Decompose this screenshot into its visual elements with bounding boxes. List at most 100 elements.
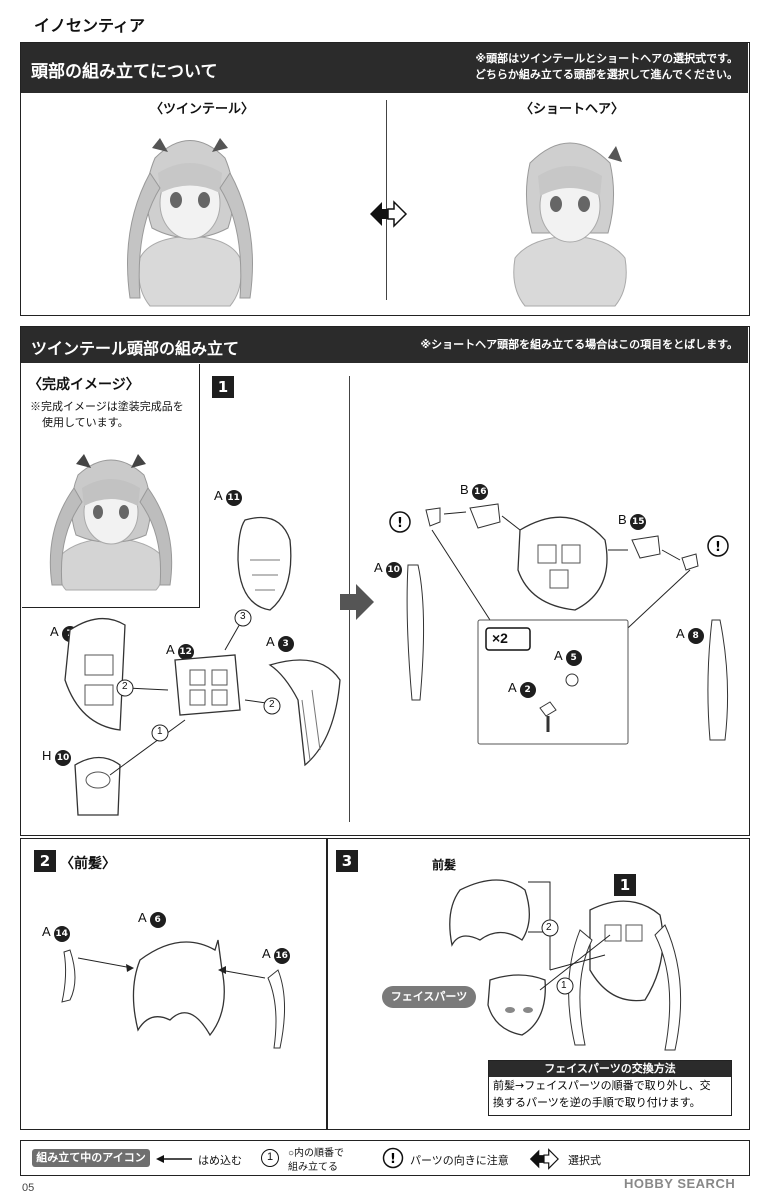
choice-arrow-icon bbox=[370, 200, 408, 228]
page-title: イノセンティア bbox=[34, 18, 146, 35]
complete-image-note-2: 使用しています。 bbox=[42, 417, 129, 429]
sequence-1: 1 bbox=[561, 980, 567, 991]
svg-text:!: ! bbox=[397, 516, 403, 531]
section-note: ※ショートヘア頭部を組み立てる場合はこの項目をとばします。 bbox=[420, 338, 738, 351]
svg-text:!: ! bbox=[715, 540, 721, 555]
complete-image-note-1: ※完成イメージは塗装完成品を bbox=[30, 401, 184, 413]
part-number-badge: 12 bbox=[177, 644, 194, 660]
sequence-2-right: 2 bbox=[269, 699, 275, 710]
note-line-2: どちらか組み立てる頭部を選択して進んでください。 bbox=[474, 68, 738, 81]
choice-arrow-icon bbox=[529, 1148, 559, 1170]
part-letter: A bbox=[214, 488, 222, 503]
note-line-1: ※頭部はツインテールとショートヘアの選択式です。 bbox=[475, 52, 738, 65]
part-letter: A bbox=[676, 626, 684, 641]
part-number-badge: 6 bbox=[149, 912, 166, 928]
twintail-figure-image bbox=[127, 138, 253, 307]
legend-choice: 選択式 bbox=[568, 1155, 601, 1167]
face-parts-label: フェイスパーツ bbox=[382, 986, 476, 1008]
section-note: ※頭部はツインテールとショートヘアの選択式です。 どちらか組み立てる頭部を選択し… bbox=[475, 51, 738, 83]
part-number-badge: 2 bbox=[519, 682, 536, 698]
legend-title: 組み立て中のアイコン bbox=[32, 1149, 150, 1167]
order-circle-icon bbox=[261, 1149, 279, 1167]
legend-order-sample: 1 bbox=[267, 1151, 274, 1163]
face-swap-line-1: 前髪→フェイスパーツの順番で取り外し、交 bbox=[493, 1079, 711, 1092]
part-a14-label: A 14 bbox=[42, 924, 70, 942]
part-a2-label: A 2 bbox=[508, 680, 536, 698]
part-a5-label: A 5 bbox=[554, 648, 582, 666]
option-twintail-label: 〈ツインテール〉 bbox=[150, 101, 255, 116]
section-header: ツインテール頭部の組み立て ※ショートヘア頭部を組み立てる場合はこの項目をとばし… bbox=[21, 327, 748, 363]
part-a3-label: A 3 bbox=[266, 634, 294, 652]
part-number-badge: 10 bbox=[55, 750, 72, 766]
step2-bangs-diagram bbox=[61, 939, 286, 1049]
page-number: 05 bbox=[22, 1182, 35, 1194]
step-2-badge: 2 bbox=[34, 850, 56, 872]
part-letter: A bbox=[266, 634, 274, 649]
complete-image-panel bbox=[22, 364, 200, 608]
part-number-badge: 16 bbox=[273, 948, 290, 964]
part-number-badge: 8 bbox=[687, 628, 704, 644]
part-h10-label: H 10 bbox=[42, 748, 72, 766]
part-number-badge: 3 bbox=[277, 636, 294, 652]
part-a16-label: A 16 bbox=[262, 946, 290, 964]
step-1-badge: 1 bbox=[212, 376, 234, 398]
step-1-reference-badge: 1 bbox=[614, 874, 636, 896]
sequence-2: 2 bbox=[546, 922, 552, 933]
part-a11-label: A 11 bbox=[214, 488, 242, 506]
section-header: 頭部の組み立てについて ※頭部はツインテールとショートヘアの選択式です。 どちら… bbox=[21, 43, 748, 93]
part-letter: B bbox=[618, 512, 627, 527]
step-3-badge: 3 bbox=[336, 850, 358, 872]
part-a8-label: A 8 bbox=[676, 626, 704, 644]
part-letter: A bbox=[138, 910, 146, 925]
part-letter: A bbox=[50, 624, 58, 639]
part-number-badge: 14 bbox=[53, 926, 70, 942]
part-letter: A bbox=[262, 946, 270, 961]
next-arrow-icon bbox=[340, 584, 374, 620]
legend-direction: パーツの向きに注意 bbox=[410, 1155, 509, 1167]
legend-insert: はめ込む bbox=[198, 1155, 242, 1167]
face-swap-instructions: フェイスパーツの交換方法 前髪→フェイスパーツの順番で取り外し、交 換するパーツ… bbox=[488, 1060, 732, 1116]
shorthair-figure-image bbox=[513, 142, 627, 307]
part-letter: B bbox=[460, 482, 469, 497]
step1-right-parts-diagram: ! ! bbox=[389, 503, 729, 745]
part-a12-label: A 12 bbox=[166, 642, 194, 660]
insert-arrow-icon bbox=[156, 1155, 192, 1163]
section-title: 頭部の組み立てについて bbox=[31, 62, 218, 82]
part-number-badge: 15 bbox=[630, 514, 647, 530]
step1-left-parts-diagram bbox=[64, 516, 341, 816]
quantity-x2: ×2 bbox=[492, 630, 508, 646]
part-letter: A bbox=[554, 648, 562, 663]
option-shorthair-label: 〈ショートヘア〉 bbox=[520, 101, 625, 116]
direction-warning-icon: ! bbox=[382, 1147, 404, 1169]
step3-face-swap-diagram bbox=[449, 879, 682, 1051]
complete-figure-image bbox=[49, 454, 173, 591]
legend-order-2: 組み立てる bbox=[288, 1162, 338, 1173]
face-swap-line-2: 換するパーツを逆の手順で取り付けます。 bbox=[493, 1096, 701, 1109]
sequence-1: 1 bbox=[157, 726, 163, 737]
bangs-label: 前髪 bbox=[432, 858, 457, 872]
complete-image-title: 〈完成イメージ〉 bbox=[28, 376, 140, 392]
part-letter: A bbox=[508, 680, 516, 695]
part-a10-label: A 10 bbox=[374, 560, 402, 578]
section-title: ツインテール頭部の組み立て bbox=[31, 339, 240, 358]
face-swap-title: フェイスパーツの交換方法 bbox=[489, 1061, 731, 1077]
part-letter: A bbox=[42, 924, 50, 939]
part-b16-label: B 16 bbox=[460, 482, 489, 500]
sequence-3: 3 bbox=[240, 611, 246, 622]
svg-text:!: ! bbox=[390, 1152, 396, 1167]
watermark: HOBBY SEARCH bbox=[624, 1176, 736, 1191]
section-divider bbox=[386, 100, 387, 300]
part-letter: A bbox=[166, 642, 174, 657]
step-2-title: 〈前髪〉 bbox=[60, 855, 116, 871]
legend-order-1: ○内の順番で bbox=[288, 1148, 345, 1159]
part-a6-label: A 6 bbox=[138, 910, 166, 928]
part-b15-label: B 15 bbox=[618, 512, 647, 530]
part-letter: A bbox=[374, 560, 382, 575]
section-twintail-assembly: ツインテール頭部の組み立て ※ショートヘア頭部を組み立てる場合はこの項目をとばし… bbox=[20, 326, 750, 836]
part-number-badge: 5 bbox=[565, 650, 582, 666]
part-number-badge: 11 bbox=[225, 490, 242, 506]
part-number-badge: 10 bbox=[385, 562, 402, 578]
part-letter: H bbox=[42, 748, 52, 763]
sequence-2-left: 2 bbox=[122, 681, 128, 692]
part-number-badge: 16 bbox=[472, 484, 489, 500]
